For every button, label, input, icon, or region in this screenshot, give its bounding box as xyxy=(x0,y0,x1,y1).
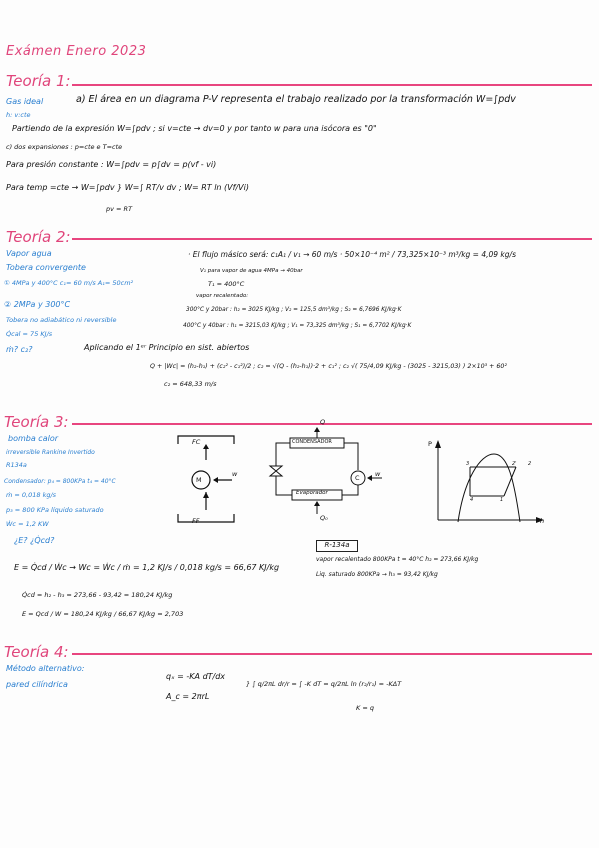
diagram-ff-label: FF xyxy=(192,517,200,525)
t2-flow-6: 400°C y 40bar : h₁ = 3215,03 KJ/kg ; V₁ … xyxy=(183,323,412,329)
cycle-w-label: w xyxy=(375,470,381,478)
t2-principle-3: c₂ = 648,33 m/s xyxy=(164,380,217,388)
ph-point-4: 4 xyxy=(470,497,474,503)
cycle-q-label: Q xyxy=(320,418,326,426)
t2-side-7: ṁ? c₂? xyxy=(6,345,33,354)
section-rule-1 xyxy=(72,84,592,86)
ph-axis-h: h xyxy=(540,517,545,525)
ph-point-3: 3 xyxy=(466,461,470,467)
section-rule-4 xyxy=(72,653,592,655)
section-title-4: Teoría 4: xyxy=(4,643,69,661)
section-title-2: Teoría 2: xyxy=(6,228,71,246)
t2-principle-2: Q + |Wc| = (h₂-h₁) + (c₂² - c₁²)/2 ; c₂ … xyxy=(150,363,507,370)
refrigeration-cycle-diagram xyxy=(268,427,382,514)
evaporator-label: Evaporador xyxy=(296,490,328,496)
t3-eq-3: E = Qcd / W = 180,24 KJ/kg / 66,67 KJ/kg… xyxy=(22,610,184,618)
t3-side-7: Ẇc = 1,2 KW xyxy=(6,520,49,528)
refrigerant-line-1: vapor recalentado 800KPa t = 40°C h₂ = 2… xyxy=(316,556,479,563)
t1-line-2: Partiendo de la expresión W=∫pdv ; si v=… xyxy=(12,124,377,133)
section-title-3: Teoría 3: xyxy=(4,413,69,431)
refrigerant-line-2: Liq. saturado 800KPa → h₃ = 93,42 KJ/kg xyxy=(316,571,438,578)
exam-title: Exámen Enero 2023 xyxy=(6,44,147,59)
t2-flow-4: vapor recalentado: xyxy=(196,293,249,299)
t2-side-2: Tobera convergente xyxy=(6,263,86,272)
ph-point-2: 2 xyxy=(528,461,532,467)
t3-side-6: p₃ = 800 KPa líquido saturado xyxy=(6,506,104,514)
t2-flow-1: · El flujo másico será: c₁A₁ / v₁ → 60 m… xyxy=(188,250,516,259)
t2-side-1: Vapor agua xyxy=(6,249,52,258)
diagram-w-label: w xyxy=(232,470,238,478)
t4-eq-3: } ∫ q/2πL dr/r = ∫ -K dT = q/2πL ln (r₂/… xyxy=(246,680,402,688)
refrigerant-box: R-134a xyxy=(316,540,358,552)
t2-flow-5: 300°C y 20bar : h₂ = 3025 KJ/kg ; V₂ = 1… xyxy=(186,307,402,313)
t3-side-3: R134a xyxy=(6,461,27,469)
diagram-fc-label: FC xyxy=(192,438,201,446)
t1-line-4: Para presión constante : W=∫pdv = p∫dv =… xyxy=(6,160,217,169)
t1-line-5: Para temp =cte → W=∫pdv } W=∫ RT/v dv ; … xyxy=(6,183,249,192)
cycle-qo-label: Q₀ xyxy=(320,514,328,522)
diagram-m-label: M xyxy=(196,476,202,484)
t4-eq-2: A_c = 2πrL xyxy=(166,692,210,701)
t1-line-5b: pv = RT xyxy=(106,205,133,213)
t3-side-4: Condensador: p₄ = 800KPa t₄ = 40°C xyxy=(4,478,116,485)
t1-side-1: Gas ideal xyxy=(6,97,44,106)
t3-eq-1: E = Q̇cd / Ẇc → Wc = Ẇc / ṁ = 1,2 KJ/s /… xyxy=(14,563,280,572)
t2-side-5: Tobera no adiabático ni reversible xyxy=(6,316,117,324)
t2-principle-1: Aplicando el 1ᵉʳ Principio en sist. abie… xyxy=(84,343,250,352)
t4-eq-4: K = q xyxy=(356,704,374,712)
compressor-label: C xyxy=(355,474,360,482)
condenser-label: CONDENSADOR xyxy=(292,439,332,445)
t4-side-1: Método alternativo: xyxy=(6,664,85,673)
ph-diagram xyxy=(435,440,544,523)
t3-side-2: irreversible Rankine Invertido xyxy=(6,449,95,456)
section-title-1: Teoría 1: xyxy=(6,72,71,90)
section-rule-3 xyxy=(72,423,592,425)
ph-axis-p: P xyxy=(428,440,432,448)
t1-line-3: c) dos expansiones : p=cte e T=cte xyxy=(6,143,123,151)
t4-side-2: pared cilíndrica xyxy=(6,680,68,689)
t1-line-a: a) El área en un diagrama P-V representa… xyxy=(76,94,516,105)
t2-flow-3: T₁ = 400°C xyxy=(208,280,245,288)
t1-side-2: h: v:cte xyxy=(6,111,31,119)
t2-side-6: Q̇cal = 75 KJ/s xyxy=(6,330,53,338)
t2-side-3: ① 4MPa y 400°C c₁= 60 m/s A₁= 50cm² xyxy=(4,279,134,287)
t3-side-8: ¿E? ¿Q̇cd? xyxy=(14,536,55,545)
t3-eq-2: Q̇cd = h₂ - h₃ = 273,66 - 93,42 = 180,24… xyxy=(22,591,173,599)
t2-flow-2: V₁ para vapor de agua 4MPa → 40bar xyxy=(200,268,303,274)
ph-point-2p: 2' xyxy=(512,461,517,467)
ph-point-1: 1 xyxy=(500,497,504,503)
section-rule-2 xyxy=(72,238,592,240)
t4-eq-1: qₓ = -KA dT/dx xyxy=(166,672,226,681)
t3-side-1: bomba calor xyxy=(8,434,58,443)
t3-side-5: ṁ = 0,018 kg/s xyxy=(6,491,57,499)
t2-side-4: ② 2MPa y 300°C xyxy=(4,300,71,309)
heat-pump-block-diagram xyxy=(177,435,235,523)
